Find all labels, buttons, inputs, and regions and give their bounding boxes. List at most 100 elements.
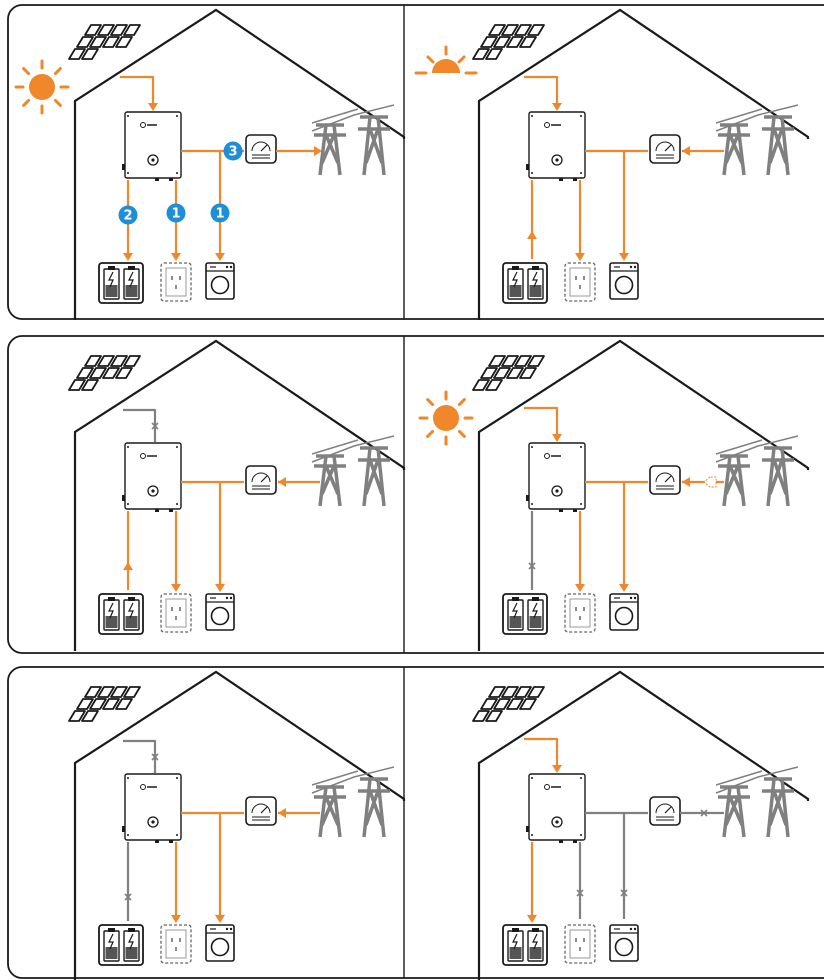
battery-icon: [98, 262, 144, 304]
socket-icon: [564, 262, 596, 302]
power-tower-icon: [715, 766, 799, 838]
meter-icon: [649, 134, 681, 164]
washing-machine-icon: [609, 593, 639, 631]
sun-icon: [418, 390, 474, 446]
panel-frame: [7, 666, 824, 979]
step-badge: 2: [118, 205, 138, 225]
scenario-panel: [68, 339, 406, 651]
house-outline: [477, 8, 810, 320]
arrow-head: [314, 146, 322, 156]
svg-text:1: 1: [171, 207, 180, 222]
sun-icon: [14, 59, 70, 115]
arrow-head: [552, 103, 562, 111]
arrow-head: [123, 562, 133, 570]
arrow-head: [123, 253, 133, 261]
power-tower-icon: [311, 435, 395, 507]
socket-icon: [564, 924, 596, 964]
house-outline: [477, 670, 810, 980]
arrow-head: [619, 584, 629, 592]
cross-mark-icon: [620, 889, 628, 897]
house-outline: [73, 339, 406, 651]
solar-panel-icon: [472, 355, 545, 391]
solar-panel-icon: [68, 24, 141, 60]
sun-icon: [414, 45, 478, 75]
svg-text:3: 3: [228, 145, 237, 160]
pv-flow-line: [123, 408, 157, 442]
arrow-head: [552, 434, 562, 442]
arrow-head: [552, 765, 562, 773]
pv-flow-line: [524, 737, 559, 771]
house-outline: [73, 670, 406, 980]
arrow-head: [527, 231, 537, 239]
pv-flow-line: [120, 75, 155, 109]
solar-panel-icon: [472, 24, 545, 60]
pv-flow-line: [524, 406, 559, 440]
solar-panel-icon: [472, 686, 545, 722]
arrow-head: [215, 915, 225, 923]
washing-machine-icon: [205, 262, 235, 300]
washing-machine-icon: [609, 924, 639, 962]
battery-icon: [98, 593, 144, 635]
battery-icon: [98, 924, 144, 966]
arrow-head: [278, 477, 286, 487]
panel-frame: [7, 4, 824, 320]
arrow-head: [682, 146, 690, 156]
step-badge: 1: [166, 203, 186, 223]
socket-icon: [160, 262, 192, 302]
pv-flow-line: [123, 739, 157, 773]
arrow-head: [215, 253, 225, 261]
scenario-panel: 2 1 1 3: [14, 8, 406, 320]
meter-icon: [245, 465, 277, 495]
washing-machine-icon: [205, 593, 235, 631]
washing-machine-icon: [205, 924, 235, 962]
arrow-head: [171, 584, 181, 592]
socket-icon: [160, 593, 192, 633]
svg-text:2: 2: [123, 209, 132, 224]
cross-mark-icon: [151, 753, 159, 761]
house-outline: [73, 8, 406, 320]
washing-machine-icon: [609, 262, 639, 300]
meter-icon: [245, 796, 277, 826]
solar-panel-icon: [68, 355, 141, 391]
arrow-head: [575, 253, 585, 261]
meter-icon: [649, 796, 681, 826]
inverter-icon: [122, 773, 182, 843]
socket-icon: [160, 924, 192, 964]
arrow-head: [171, 253, 181, 261]
step-badge: 3: [223, 141, 243, 161]
meter-icon: [245, 134, 277, 164]
cross-mark-icon: [528, 562, 536, 570]
inverter-icon: [122, 111, 182, 181]
inverter-icon: [526, 773, 586, 843]
scenario-panel: [418, 339, 810, 651]
arrow-head: [278, 808, 286, 818]
inverter-icon: [526, 442, 586, 512]
inverter-icon: [122, 442, 182, 512]
power-tower-icon: [715, 435, 799, 507]
battery-icon: [502, 262, 548, 304]
power-tower-icon: [311, 766, 395, 838]
arrow-head: [215, 584, 225, 592]
cross-mark-icon: [700, 809, 708, 817]
arrow-head: [619, 253, 629, 261]
arrow-head: [575, 584, 585, 592]
scenario-panel: [414, 8, 810, 320]
panel-frame: [7, 335, 824, 654]
svg-text:1: 1: [215, 207, 224, 222]
cross-mark-icon: [151, 422, 159, 430]
cross-mark-icon: [576, 889, 584, 897]
scenario-panel: [472, 670, 810, 980]
meter-icon: [649, 465, 681, 495]
arrow-head: [527, 915, 537, 923]
battery-icon: [502, 924, 548, 966]
scenario-panel: [68, 670, 406, 980]
cross-mark-icon: [124, 893, 132, 901]
step-badge: 1: [210, 203, 230, 223]
power-tower-icon: [715, 104, 799, 176]
arrow-head: [148, 103, 158, 111]
arrow-head: [682, 477, 690, 487]
arrow-head: [171, 915, 181, 923]
grid-dashed-arrow: [703, 476, 717, 488]
power-tower-icon: [311, 104, 395, 176]
